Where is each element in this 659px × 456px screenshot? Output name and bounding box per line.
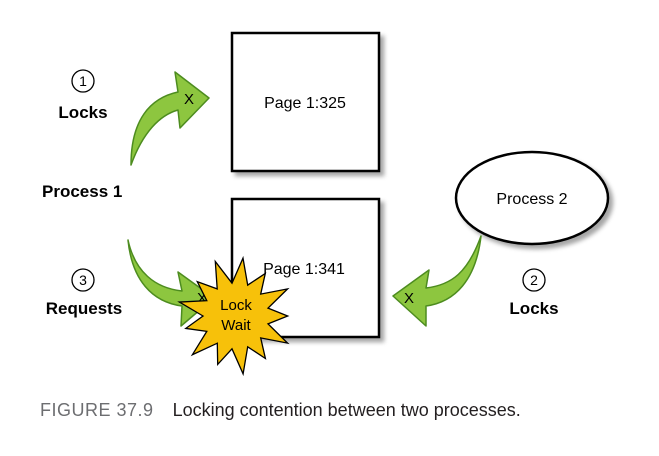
lock-wait-line-2: Wait xyxy=(221,317,251,334)
lock-wait-line-1: Lock xyxy=(220,297,252,314)
lock-arrow-1: X xyxy=(130,71,210,166)
step-2-label: Locks xyxy=(509,299,558,318)
figure-number: FIGURE 37.9 xyxy=(40,400,154,420)
step-1-label: Locks xyxy=(58,103,107,122)
step-2-number: 2 xyxy=(530,272,538,288)
lock-mark-2: X xyxy=(404,290,414,307)
step-1-number: 1 xyxy=(79,73,87,89)
page-box-top: Page 1:325 xyxy=(230,31,381,173)
caption-text: Locking contention between two processes… xyxy=(172,400,521,420)
step-2-marker: 2 xyxy=(522,268,546,292)
step-3-label: Requests xyxy=(46,299,123,318)
step-3-marker: 3 xyxy=(71,268,95,292)
step-1-marker: 1 xyxy=(71,69,95,93)
process-2-label: Process 2 xyxy=(496,191,567,208)
lock-wait-burst: Lock Wait xyxy=(177,255,290,377)
lock-mark-1: X xyxy=(184,91,194,108)
figure-caption: FIGURE 37.9 Locking contention between t… xyxy=(40,400,521,421)
step-3-number: 3 xyxy=(79,272,87,288)
page-bottom-label: Page 1:341 xyxy=(263,261,345,278)
page-top-label: Page 1:325 xyxy=(264,95,346,112)
process-1-label: Process 1 xyxy=(42,182,122,201)
lock-arrow-2: X xyxy=(392,235,482,327)
lock-mark-3: X xyxy=(197,290,207,307)
process-2-node: Process 2 xyxy=(454,150,610,246)
